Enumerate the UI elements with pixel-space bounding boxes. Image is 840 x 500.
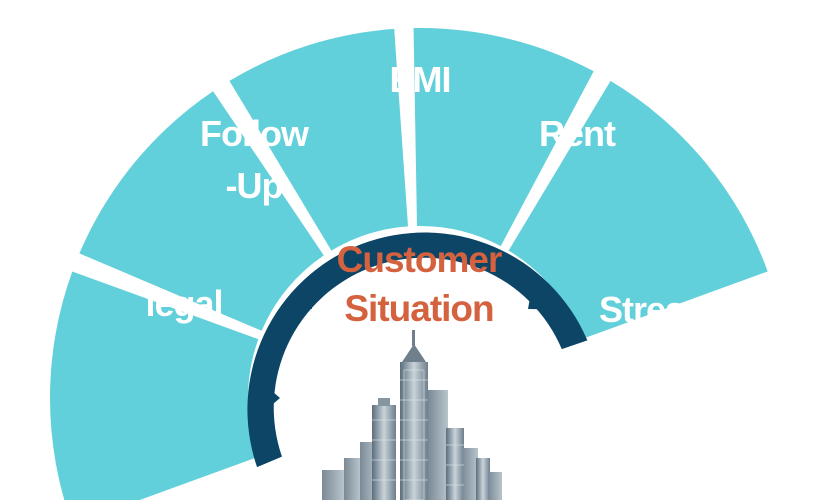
inner-ring-notches <box>269 249 543 408</box>
segment-stress <box>508 80 768 340</box>
segment-emi <box>229 28 409 251</box>
notch-emi <box>365 251 384 265</box>
notch-stress <box>528 295 543 310</box>
segment-label-stress: Stress <box>599 289 703 330</box>
notch-legal <box>269 388 280 408</box>
segment-rent <box>413 28 594 247</box>
segment-follow-up <box>79 91 324 331</box>
segment-label-emi: EMI <box>389 59 450 100</box>
segment-label-rent: Rent <box>539 113 616 154</box>
segment-label-follow-up-2: -Up <box>226 165 283 206</box>
notch-rent <box>446 249 465 262</box>
segment-label-legal: legal <box>145 283 222 324</box>
center-title-line2: Situation <box>344 288 493 329</box>
segment-label-follow-up-1: Follow <box>200 113 310 154</box>
segment-legal <box>50 271 259 500</box>
outer-ring-segments <box>50 28 768 500</box>
center-title-line1: Customer <box>337 239 502 280</box>
city-skyline-icon <box>322 330 502 500</box>
notch-follow-up <box>297 295 312 310</box>
